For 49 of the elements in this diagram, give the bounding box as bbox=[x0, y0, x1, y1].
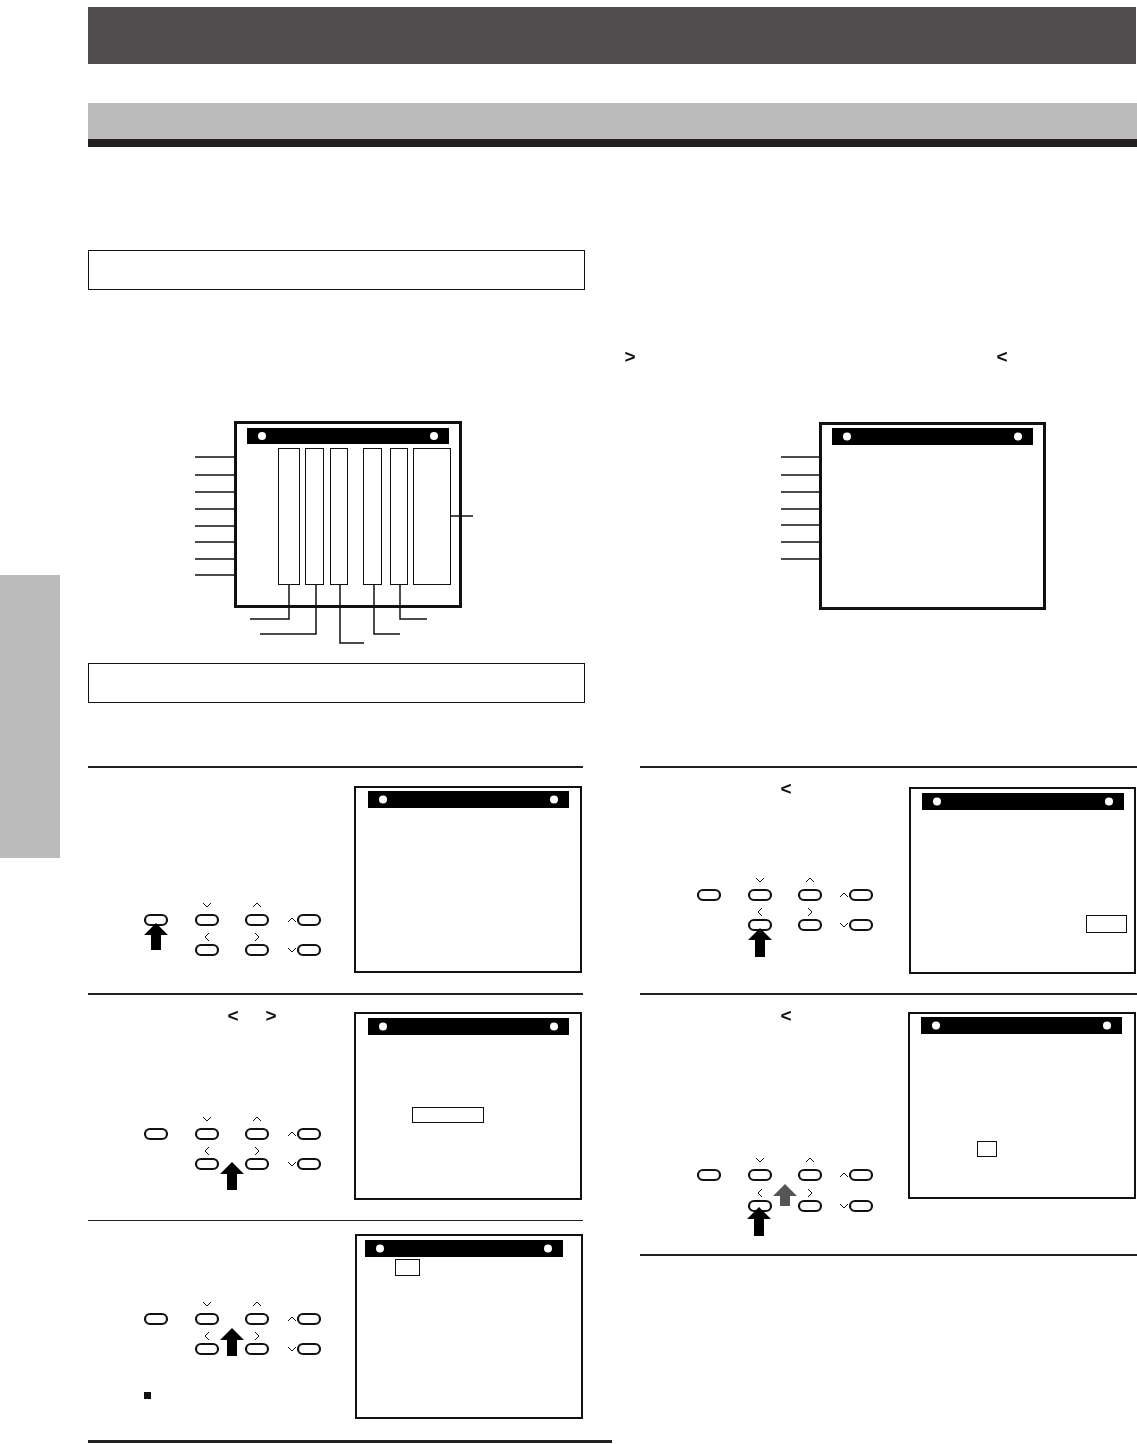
leader-line bbox=[259, 584, 317, 635]
leader-line bbox=[780, 456, 820, 458]
key-symbol: < bbox=[227, 1005, 239, 1025]
menu-column bbox=[413, 448, 451, 585]
leader-line bbox=[780, 558, 820, 560]
section-bar bbox=[88, 103, 1137, 147]
menu-column bbox=[363, 448, 382, 585]
leader-line bbox=[194, 525, 235, 527]
heading-frame bbox=[88, 250, 585, 290]
key-symbol: > bbox=[624, 346, 636, 366]
screen-display bbox=[909, 787, 1136, 974]
leader-line bbox=[780, 474, 820, 476]
leader-line bbox=[194, 456, 235, 458]
screen-diagram bbox=[819, 422, 1046, 610]
side-tab bbox=[0, 575, 60, 858]
screen-display bbox=[354, 786, 582, 973]
highlight-frame bbox=[976, 1140, 997, 1157]
leader-line bbox=[780, 524, 820, 526]
leader-line bbox=[450, 515, 474, 517]
leader-line bbox=[194, 508, 235, 510]
screen-display bbox=[908, 1012, 1136, 1199]
leader-line bbox=[780, 541, 820, 543]
leader-line bbox=[194, 491, 235, 493]
screen-diagram bbox=[234, 421, 462, 608]
key-symbol: < bbox=[780, 1005, 792, 1025]
menu-column bbox=[305, 448, 324, 585]
leader-line bbox=[194, 541, 235, 543]
leader-line bbox=[373, 584, 401, 635]
leader-line bbox=[194, 558, 235, 560]
screen-display bbox=[355, 1234, 583, 1419]
key-symbol: < bbox=[780, 778, 792, 798]
leader-line bbox=[780, 508, 820, 510]
key-symbol: < bbox=[996, 346, 1008, 366]
leader-line bbox=[194, 574, 235, 576]
highlight-frame bbox=[411, 1106, 484, 1123]
heading-frame bbox=[88, 663, 585, 703]
highlight-frame bbox=[394, 1258, 420, 1276]
menu-column bbox=[330, 448, 348, 585]
leader-line bbox=[249, 584, 290, 620]
screen-display bbox=[354, 1012, 582, 1200]
menu-column bbox=[278, 448, 300, 585]
key-symbol: > bbox=[265, 1005, 277, 1025]
header-bar bbox=[88, 7, 1136, 64]
highlight-frame bbox=[1085, 914, 1127, 933]
leader-line bbox=[339, 584, 365, 644]
leader-line bbox=[194, 474, 235, 476]
menu-column bbox=[390, 448, 408, 585]
leader-line bbox=[399, 584, 428, 620]
leader-line bbox=[780, 491, 820, 493]
